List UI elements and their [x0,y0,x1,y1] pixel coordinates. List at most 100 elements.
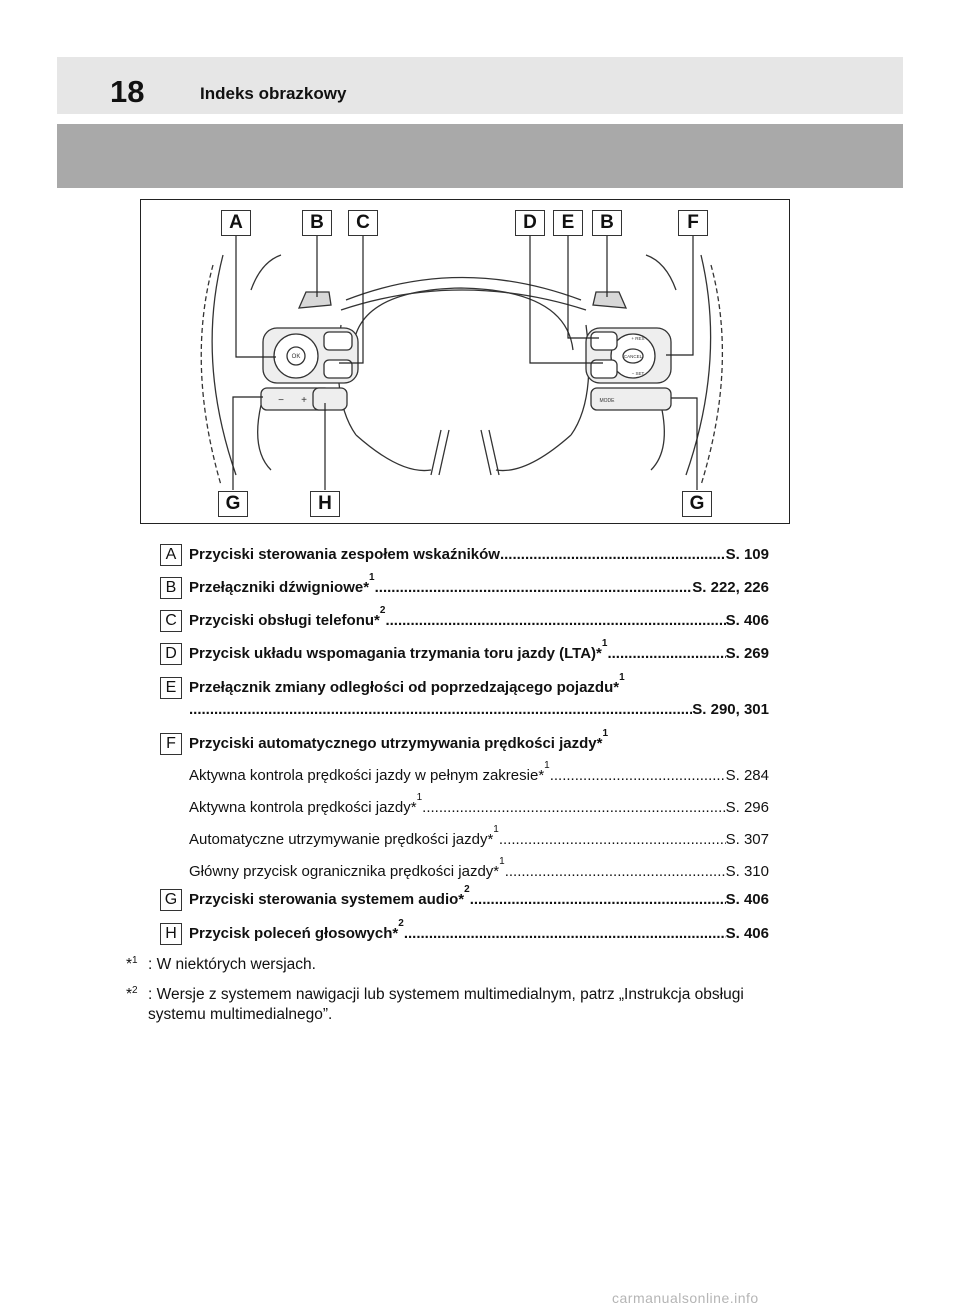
section-band [57,124,903,188]
res-text: + RES [631,336,644,341]
footnote-mark: * [126,986,133,1003]
set-text: − SET [632,371,645,376]
entry-letter: F [160,733,182,755]
spoke-left-low [257,404,272,471]
subitem-page: S. 310 [725,863,769,880]
subitem-sup: 1 [499,856,505,867]
callout-a: A [221,210,251,236]
subitem-sup: 1 [544,760,550,771]
entry-text: Przycisk poleceń głosowych* [189,925,399,942]
cancel-button [622,348,644,364]
entry-text: Przełączniki dźwigniowe* [189,579,370,596]
entry-text: Przyciski automatycznego utrzymywania pr… [189,735,603,752]
subitem-row: Aktywna kontrola prędkości jazdy w pełny… [189,760,769,786]
subitem-row: Automatyczne utrzymywanie prędkości jazd… [189,824,769,850]
footnote-mark: * [126,956,133,973]
paddle-left [297,291,332,309]
entry-letter: B [160,577,182,599]
entry-sup: 2 [379,605,386,616]
entry-page: S. 406 [725,891,769,908]
entry-letter: E [160,677,182,699]
callout-e: E [553,210,583,236]
subitem-page: S. 307 [725,831,769,848]
voice-button [312,387,348,411]
subitem-text: Aktywna kontrola prędkości jazdy* [189,799,417,816]
leader-f [666,236,694,356]
wheel-rim-left-shadow [200,264,222,486]
callout-b-right: B [592,210,622,236]
subitem-sup: 1 [493,824,499,835]
wheel-rim-right-shadow [700,264,724,486]
subitem-page: S. 296 [725,799,769,816]
entry-text: Przyciski sterowania zespołem wskaźników [189,546,500,563]
watermark: carmanualsonline.info [612,1290,759,1306]
footnote-sup: 1 [132,955,138,966]
phone-button-bottom [323,359,353,379]
page-header-bar [57,57,903,114]
subitem-text: Aktywna kontrola prędkości jazdy w pełny… [189,767,545,784]
entry-page: S. 290, 301 [692,701,769,718]
entry-text: Przycisk układu wspomagania trzymania to… [189,645,602,662]
page-title: Indeks obrazkowy [200,84,347,103]
entry-page: S. 222, 226 [692,579,769,596]
footnote-sup: 2 [132,985,138,996]
leader-d [529,236,603,364]
mode-text: MODE [600,398,616,404]
subitem-text: Główny przycisk ogranicznika prędkości j… [189,863,500,880]
callout-g-right: G [682,491,712,517]
phone-button-top [323,331,353,351]
callout-b-left: B [302,210,332,236]
entry-letter: A [160,544,182,566]
entry-text: Przyciski sterowania systemem audio* [189,891,465,908]
subitem-sup: 1 [416,792,423,803]
footnote-text: : W niektórych wersjach. [148,956,316,973]
hub-top [345,276,582,301]
leader-g-right [671,397,698,490]
entry-letter: D [160,643,182,665]
callout-f: F [678,210,708,236]
entry-text: Przełącznik zmiany odległości od poprzed… [189,679,620,696]
entry-sup: 2 [464,884,470,895]
leader-c [339,236,364,364]
subitem-row: Aktywna kontrola prędkości jazdy*1 S. 296 [189,792,769,818]
wheel-rim-left-outer [211,254,237,476]
vol-plus-text: + [301,395,307,406]
entry-sup: 1 [602,728,609,739]
spoke-right-low [650,404,665,471]
footnote-text: : Wersje z systemem nawigacji lub system… [148,986,744,1023]
vol-minus-text: − [278,395,284,406]
leader-a [235,236,276,358]
wheel-rim-right-outer [685,254,712,476]
callout-h: H [310,491,340,517]
spoke-bottom-left [355,434,432,472]
paddle-right [592,291,628,309]
entry-letter: G [160,889,182,911]
page-number: 18 [110,74,145,109]
ok-text: OK [292,354,301,360]
hub-top-inner [340,289,587,311]
entry-sup: 1 [369,572,375,583]
spoke-center-lines [430,429,500,476]
rim-upper-right [645,254,677,291]
distance-button [590,359,618,379]
steering-wheel-figure: OK CANCEL + RES − SET MODE − + A B C D E… [140,199,790,524]
subitem-row: Główny przycisk ogranicznika prędkości j… [189,856,769,882]
entry-letter: C [160,610,182,632]
audio-switch-right [590,387,672,411]
entry-sup: 1 [601,638,608,649]
entry-text: Przyciski obsługi telefonu* [189,612,380,629]
entry-sup: 2 [398,918,404,929]
lta-button [590,331,618,351]
entry-page: S. 406 [725,925,769,942]
ok-button [286,346,306,366]
leader-e [567,236,599,339]
entry-page: S. 109 [725,546,769,563]
callout-g-left: G [218,491,248,517]
hub-inner-arc [352,287,574,351]
entry-letter: H [160,923,182,945]
leader-g-left [232,396,263,490]
spoke-bottom-right [495,434,572,472]
cancel-text: CANCEL [624,354,643,359]
entry-page: S. 406 [725,612,769,629]
rim-upper-left [250,254,282,291]
